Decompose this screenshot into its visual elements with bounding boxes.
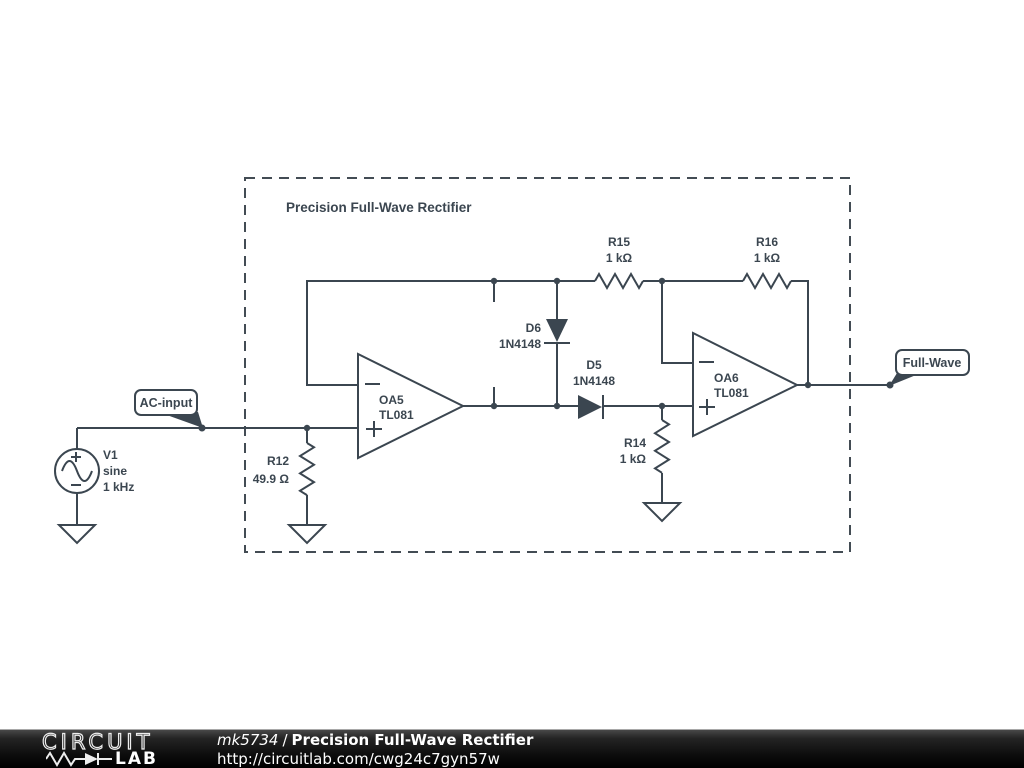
component-value: 1 kΩ (620, 452, 647, 466)
component-value: 1 kΩ (754, 251, 781, 265)
flag-box (134, 389, 198, 416)
resistor-r15[interactable]: R15 1 kΩ (594, 235, 644, 291)
opamp-oa5[interactable]: OA5 TL081 (357, 352, 466, 460)
component-name: D6 (526, 321, 542, 335)
logo-resistor-diode-icon (46, 751, 112, 767)
circuitlab-logo[interactable]: CIRCUIT LAB (41, 730, 158, 768)
circuit-title: Precision Full-Wave Rectifier (291, 731, 534, 749)
footer-title-line: mk5734/Precision Full-Wave Rectifier (217, 731, 533, 750)
diode-triangle (546, 319, 568, 342)
component-name: R14 (624, 436, 646, 450)
opamp-triangle (692, 331, 800, 438)
footer-bar: CIRCUIT LAB mk5734/Precision Full-Wave R… (0, 729, 1024, 768)
flag-label: Full-Wave (903, 356, 962, 370)
junction-dots (303, 277, 812, 432)
component-name: R12 (267, 454, 289, 468)
component-value: 1N4148 (499, 337, 541, 351)
schematic-title: Precision Full-Wave Rectifier (286, 200, 472, 215)
circuit-url[interactable]: http://circuitlab.com/cwg24c7gyn57w (217, 750, 500, 768)
component-value: 1 kHz (103, 480, 134, 494)
flag-tip-dot (886, 381, 894, 389)
wire (791, 280, 809, 385)
noninverting-input-mark (366, 421, 382, 437)
component-name: D5 (586, 358, 602, 372)
resistor-zigzag (594, 271, 644, 291)
sine-wave-icon (61, 460, 93, 482)
wires (76, 280, 890, 525)
component-name: R15 (608, 235, 630, 249)
wire (661, 281, 693, 364)
logo-lab-text: LAB (115, 749, 158, 768)
flag-box (895, 349, 970, 376)
circuit-id: mk5734 (217, 731, 279, 749)
plus-mark (71, 452, 81, 462)
diode-triangle (578, 395, 602, 419)
voltage-source-v1[interactable]: V1 sine 1 kHz (54, 448, 134, 494)
flag-tip-dot (198, 424, 206, 432)
resistor-zigzag (298, 442, 316, 496)
flag-label: AC-input (140, 396, 194, 410)
ground-icon (286, 524, 328, 545)
group-border (244, 177, 851, 553)
component-value: TL081 (379, 408, 414, 422)
component-value: 49.9 Ω (253, 472, 290, 486)
resistor-r16[interactable]: R16 1 kΩ (742, 235, 792, 291)
component-name: R16 (756, 235, 778, 249)
opamp-triangle (357, 352, 466, 460)
opamp-oa6[interactable]: OA6 TL081 (692, 331, 800, 438)
diode-d6[interactable]: D6 1N4148 (499, 319, 570, 351)
footer-meta: mk5734/Precision Full-Wave Rectifier htt… (217, 731, 533, 768)
component-type: sine (103, 464, 127, 478)
net-flag-ac-input[interactable]: AC-input (134, 389, 206, 432)
ground-icon (56, 524, 98, 545)
component-value: TL081 (714, 386, 749, 400)
flag-pointer (889, 373, 921, 386)
wire-feedback (306, 280, 595, 386)
ground-icon (641, 502, 683, 523)
component-value: 1 kΩ (606, 251, 633, 265)
resistor-zigzag (653, 419, 671, 474)
component-name: OA5 (379, 393, 404, 407)
component-name: V1 (103, 448, 118, 462)
noninverting-input-mark (699, 399, 715, 415)
separator: / (282, 731, 288, 749)
resistor-r14[interactable]: R14 1 kΩ (620, 419, 671, 474)
component-value: 1N4148 (573, 374, 615, 388)
net-flag-full-wave[interactable]: Full-Wave (886, 349, 970, 389)
logo-circuit-text: CIRCUIT (41, 730, 154, 754)
resistor-zigzag (742, 271, 792, 291)
schematic-canvas: Precision Full-Wave Rectifier (54, 177, 970, 553)
diode-d5[interactable]: D5 1N4148 (573, 358, 615, 419)
resistor-r12[interactable]: R12 49.9 Ω (253, 442, 316, 496)
component-name: OA6 (714, 371, 739, 385)
